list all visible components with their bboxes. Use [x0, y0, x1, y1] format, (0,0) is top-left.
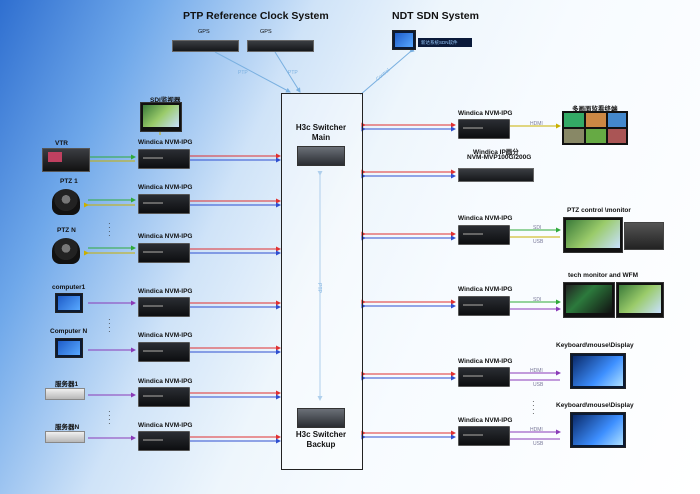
- sdn-software-badge: 新达系统SDN软件: [418, 38, 472, 47]
- ptzn-camera: [52, 238, 80, 264]
- tech-monitor-label: tech monitor and WFM: [568, 272, 639, 279]
- sdi-label-tech: SDI: [533, 297, 542, 303]
- vtr-label: VTR: [55, 140, 68, 147]
- server1-device: [45, 388, 85, 400]
- tech-monitor: [563, 282, 615, 318]
- ptz-ellipsis: ····: [108, 219, 111, 240]
- kvm-label-2: Keyboard\mouse\Display: [556, 402, 634, 409]
- ptp-clock-2: [247, 40, 314, 52]
- left-nvm-6: [138, 387, 190, 407]
- kvm-ellipsis: ····: [532, 397, 535, 418]
- left-nvm-label-1: Windica NVM-IPG: [138, 139, 193, 146]
- usb-label-kvm1: USB: [533, 382, 544, 388]
- left-nvm-label-3: Windica NVM-IPG: [138, 233, 193, 240]
- sdn-badge-text: 新达系统SDN软件: [421, 40, 458, 45]
- right-nvm-5: [458, 426, 510, 446]
- servern-device: [45, 431, 85, 443]
- vertical-ptp-label: PTP: [315, 283, 322, 293]
- left-nvm-label-5: Windica NVM-IPG: [138, 332, 193, 339]
- left-nvm-label-7: Windica NVM-IPG: [138, 422, 193, 429]
- ptp-system-title: PTP Reference Clock System: [183, 10, 329, 22]
- left-nvm-1: [138, 149, 190, 169]
- sdn-workstation: [392, 30, 416, 50]
- vtr-screen: [48, 152, 62, 162]
- right-nvm-4: [458, 367, 510, 387]
- computer-ellipsis: ····: [108, 315, 111, 336]
- main-switcher-label: H3c Switcher Main: [295, 123, 347, 142]
- mvp-label-line1: Windica IP画分: [473, 149, 519, 156]
- right-nvm-label-1: Windica NVM-IPG: [458, 110, 513, 117]
- ptp-link-label-1: PTP: [238, 70, 248, 76]
- left-nvm-label-4: Windica NVM-IPG: [138, 288, 193, 295]
- usb-label-kvm2: USB: [533, 441, 544, 447]
- left-nvm-label-2: Windica NVM-IPG: [138, 184, 193, 191]
- ndt-system-title: NDT SDN System: [392, 10, 479, 22]
- servern-label: 服务器N: [55, 424, 80, 431]
- computern-label: Computer N: [50, 328, 88, 335]
- kvm-label-1: Keyboard\mouse\Display: [556, 342, 634, 349]
- left-nvm-5: [138, 342, 190, 362]
- server-ellipsis: ····: [108, 407, 111, 428]
- ptp-link-label-2: PTP: [288, 70, 298, 76]
- right-nvm-3: [458, 296, 510, 316]
- sdi-label-ptz: SDI: [533, 225, 542, 231]
- hdmi-label-1: HDMI: [530, 121, 543, 127]
- left-nvm-4: [138, 297, 190, 317]
- hdmi-label-kvm2: HDMI: [530, 427, 543, 433]
- multiviewer-label: 多画面监看终端: [572, 106, 618, 113]
- usb-label-ptz: USB: [533, 239, 544, 245]
- backup-switcher-label: H3c Switcher Backup: [295, 430, 347, 449]
- ptz-joystick-controller: [624, 222, 664, 250]
- ptz-control-label: PTZ control \monitor: [567, 207, 631, 214]
- right-nvm-label-4: Windica NVM-IPG: [458, 358, 513, 365]
- ptp-clock-1: [172, 40, 239, 52]
- ptzn-label: PTZ N: [57, 227, 76, 234]
- sdi-monitor: [140, 102, 182, 132]
- gps-label-2: GPS: [260, 29, 272, 35]
- ptz1-camera: [52, 189, 80, 215]
- ptz1-label: PTZ 1: [60, 178, 78, 185]
- computern-monitor: [55, 338, 83, 358]
- computer1-label: computer1: [52, 284, 86, 291]
- right-nvm-2: [458, 225, 510, 245]
- kvm-display-2: [570, 412, 626, 448]
- left-nvm-label-6: Windica NVM-IPG: [138, 378, 193, 385]
- mvp-device: [458, 168, 534, 182]
- left-nvm-7: [138, 431, 190, 451]
- multiviewer-wall: [562, 111, 628, 145]
- server1-label: 服务器1: [55, 381, 79, 388]
- kvm-display-1: [570, 353, 626, 389]
- main-switcher-device: [297, 146, 345, 166]
- left-nvm-3: [138, 243, 190, 263]
- gps-label-1: GPS: [198, 29, 210, 35]
- backup-switcher-device: [297, 408, 345, 428]
- sdi-monitor-label: SDI监视器: [150, 97, 181, 104]
- wfm-monitor: [616, 282, 664, 318]
- hdmi-label-kvm1: HDMI: [530, 368, 543, 374]
- right-nvm-label-3: Windica NVM-IPG: [458, 286, 513, 293]
- right-nvm-label-5: Windica NVM-IPG: [458, 417, 513, 424]
- mvp-label-line2: NVM-MVP100G/200G: [467, 154, 532, 161]
- ptz-control-monitor: [563, 217, 623, 253]
- right-nvm-1: [458, 119, 510, 139]
- computer1-monitor: [55, 293, 83, 313]
- left-nvm-2: [138, 194, 190, 214]
- right-nvm-label-2: Windica NVM-IPG: [458, 215, 513, 222]
